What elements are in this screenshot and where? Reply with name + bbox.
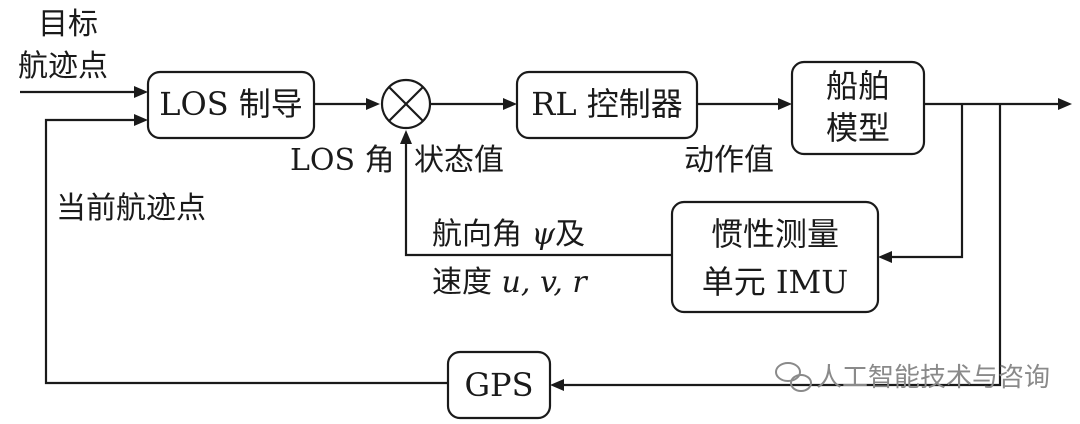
- wechat-icon: [775, 362, 812, 392]
- arrowhead: [878, 251, 892, 263]
- arrowhead: [778, 98, 792, 110]
- los-guidance-label: LOS 制导: [159, 85, 303, 123]
- arrowhead: [503, 98, 517, 110]
- arrowhead: [400, 130, 412, 144]
- heading-angle-label: 航向角 ψ及: [432, 217, 585, 252]
- watermark: 人工智能技术与咨询: [775, 362, 1050, 393]
- target-waypoint-label-2: 航迹点: [18, 49, 108, 84]
- arrowhead: [134, 86, 148, 98]
- imu-label-2: 单元 IMU: [702, 263, 849, 301]
- ship-model-block: 船舶 模型: [790, 60, 926, 156]
- gps-block: GPS: [446, 350, 552, 420]
- gps-label: GPS: [464, 366, 533, 404]
- imu-block: 惯性测量 单元 IMU: [670, 200, 880, 314]
- arrowhead: [1058, 98, 1072, 110]
- rl-controller-label: RL 控制器: [531, 85, 683, 123]
- watermark-text: 人工智能技术与咨询: [816, 363, 1050, 393]
- arrowhead: [134, 114, 148, 126]
- los-angle-label: LOS 角: [290, 143, 395, 178]
- ship-model-label-1: 船舶: [826, 67, 890, 105]
- arrowhead: [550, 379, 564, 391]
- action-value-label: 动作值: [684, 143, 774, 178]
- signal-lines: [20, 86, 1072, 391]
- speed-label: 速度 u, v, r: [432, 265, 588, 300]
- imu-to-sum-line: [404, 144, 672, 257]
- arrowhead: [366, 98, 380, 110]
- rl-controller-block: RL 控制器: [515, 70, 699, 140]
- summing-junction: [380, 78, 432, 130]
- current-waypoint-label: 当前航迹点: [56, 191, 206, 226]
- target-waypoint-label-1: 目标: [38, 7, 98, 42]
- ship-model-label-2: 模型: [826, 109, 890, 147]
- gps-feedback-line: [562, 104, 1002, 387]
- imu-label-1: 惯性测量: [711, 215, 839, 253]
- state-value-label: 状态值: [414, 143, 504, 178]
- imu-feedback-line: [890, 104, 964, 259]
- los-guidance-block: LOS 制导: [146, 70, 316, 140]
- gps-to-los-line: [44, 118, 448, 385]
